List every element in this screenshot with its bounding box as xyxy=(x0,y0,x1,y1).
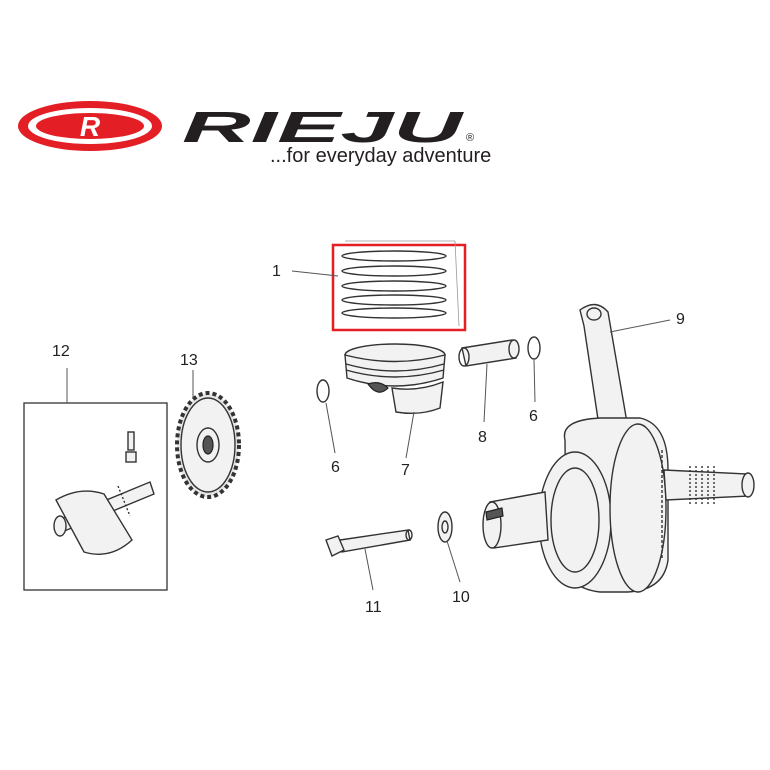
callout-6-left: 6 xyxy=(331,459,340,476)
piston-ring-4 xyxy=(341,294,447,306)
callout-9: 9 xyxy=(676,311,685,328)
bolt-head xyxy=(325,535,345,557)
callout-8: 8 xyxy=(478,429,487,446)
washer-outer xyxy=(437,511,453,543)
leader-line-6b xyxy=(533,359,536,403)
piston-ring-1 xyxy=(341,250,447,262)
crank-keyway xyxy=(485,507,504,521)
piston-pin-start xyxy=(458,347,470,367)
callout-1: 1 xyxy=(272,263,281,280)
circlip-right[interactable] xyxy=(527,336,541,360)
balancer-drive-gear[interactable] xyxy=(175,391,241,499)
crankshaft-assembly[interactable] xyxy=(482,303,755,593)
logo-emblem-letter: R xyxy=(80,111,101,142)
bolt-tip xyxy=(405,529,413,541)
piston-ring-5 xyxy=(341,307,447,319)
piston-ring-grooves xyxy=(345,363,445,378)
bolt-shank xyxy=(339,529,411,553)
piston-pin-body xyxy=(461,339,517,367)
callout-11: 11 xyxy=(365,599,382,616)
balancer-shaft-end xyxy=(53,515,67,537)
leader-line-6a xyxy=(325,402,336,454)
callout-12: 12 xyxy=(52,343,70,360)
rieju-logo: R RIEJU ® ...for everyday adventure xyxy=(18,101,491,167)
balancer-kit-box xyxy=(23,402,168,591)
leader-line-11 xyxy=(364,548,374,591)
piston-pin-boss xyxy=(367,382,389,393)
circlip-left[interactable] xyxy=(316,379,330,403)
washer-inner xyxy=(441,520,449,534)
piston-pin-end xyxy=(508,339,520,359)
piston-ring-set[interactable] xyxy=(331,240,467,332)
piston-skirt xyxy=(391,380,444,415)
ring-set-frame-side xyxy=(454,240,460,327)
balancer-key-base xyxy=(125,451,137,463)
gear-hub xyxy=(196,427,220,463)
piston[interactable] xyxy=(344,343,446,415)
crank-right-shaft xyxy=(663,469,751,501)
gear-bore xyxy=(202,435,214,455)
logo-emblem-core xyxy=(36,113,144,139)
leader-line-1 xyxy=(291,270,339,277)
balancer-weight xyxy=(55,490,133,555)
leader-line-9 xyxy=(609,319,671,333)
callout-10: 10 xyxy=(452,589,470,606)
crank-web-front xyxy=(538,451,612,589)
piston-ring-3 xyxy=(341,280,447,292)
leader-line-7 xyxy=(405,411,415,459)
balancer-shaft-splines xyxy=(117,485,131,517)
circlip-left-shape xyxy=(316,379,330,403)
bolt[interactable] xyxy=(325,529,413,557)
balancer-shaft-kit[interactable] xyxy=(23,402,168,591)
callout-6-right: 6 xyxy=(529,408,538,425)
callout-13: 13 xyxy=(180,352,198,369)
crank-web-front-inner xyxy=(550,467,600,573)
balancer-key xyxy=(127,431,135,451)
piston-ring-2 xyxy=(341,265,447,277)
highlight-box xyxy=(331,243,467,332)
circlip-right-shape xyxy=(527,336,541,360)
crank-right-end xyxy=(741,472,755,498)
logo-registered-mark: ® xyxy=(466,132,474,144)
leader-line-10 xyxy=(446,540,461,583)
callout-7: 7 xyxy=(401,462,410,479)
leader-line-8 xyxy=(483,363,488,423)
washer[interactable] xyxy=(437,511,453,543)
logo-tagline: ...for everyday adventure xyxy=(270,145,491,167)
logo-wordmark: RIEJU xyxy=(182,103,465,152)
crank-web-back xyxy=(609,423,667,593)
connecting-rod-small-end xyxy=(586,307,602,321)
piston-pin[interactable] xyxy=(458,339,520,367)
